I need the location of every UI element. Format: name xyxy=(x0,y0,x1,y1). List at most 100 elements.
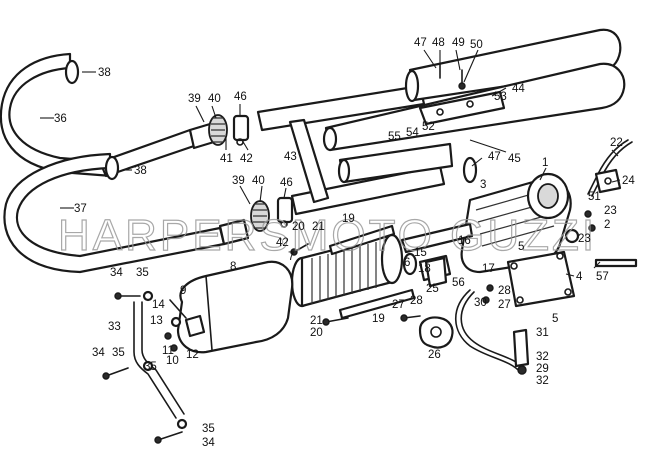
lower-finned-nut-40 xyxy=(250,200,270,232)
muffler-mounting-bracket-53 xyxy=(418,90,506,126)
callout-number: 38 xyxy=(134,165,147,177)
callout-number: 46 xyxy=(234,91,247,103)
callout-number: 52 xyxy=(422,121,435,133)
air-box-8 xyxy=(176,260,294,354)
callout-number: 18 xyxy=(418,263,431,275)
callout-number: 30 xyxy=(474,297,487,309)
cover-plate-4 xyxy=(506,250,576,308)
callout-number: 28 xyxy=(498,285,511,297)
callout-number: 8 xyxy=(230,261,236,273)
callout-number: 57 xyxy=(596,271,609,283)
callout-number: 27 xyxy=(392,299,405,311)
callout-number: 37 xyxy=(74,203,87,215)
callout-number: 45 xyxy=(508,153,521,165)
callout-number: 20 xyxy=(310,327,323,339)
middle-muffler-pipe xyxy=(337,142,454,184)
callout-number: 26 xyxy=(428,349,441,361)
callout-number: 35 xyxy=(202,423,215,435)
gasket-26 xyxy=(418,316,454,349)
watermark-text: HARPERSMOTO GUZZI xyxy=(58,211,597,260)
callout-number: 7 xyxy=(288,251,294,263)
callout-number: 47 xyxy=(414,37,427,49)
callout-number: 47 xyxy=(488,151,501,163)
callout-number: 50 xyxy=(470,39,483,51)
lower-exhaust-header-37 xyxy=(3,152,226,274)
callout-number: 5 xyxy=(552,313,558,325)
callout-labels: 38 36 38 37 39 40 46 41 42 43 39 40 46 1… xyxy=(54,37,635,449)
lower-header-clamp-38 xyxy=(104,155,120,181)
callout-number: 27 xyxy=(498,299,511,311)
callout-number: 53 xyxy=(494,91,507,103)
callout-number: 35 xyxy=(144,361,157,373)
callout-number: 23 xyxy=(604,205,617,217)
callout-number: 35 xyxy=(136,267,149,279)
hose-19-lower xyxy=(338,288,416,320)
callout-number: 40 xyxy=(252,175,265,187)
callout-number: 51 xyxy=(588,191,601,203)
callout-number: 5 xyxy=(518,241,524,253)
callout-number: 46 xyxy=(280,177,293,189)
callout-number: 34 xyxy=(202,437,215,449)
rod-57 xyxy=(594,258,638,268)
callout-number: 38 xyxy=(98,67,111,79)
callout-number: 2 xyxy=(604,219,610,231)
callout-number: 48 xyxy=(432,37,445,49)
bolt-20-21 xyxy=(290,243,349,326)
callout-number: 6 xyxy=(404,257,410,269)
upper-clamp-46 xyxy=(232,114,250,146)
callout-number: 3 xyxy=(480,179,486,191)
breather-hose-19 xyxy=(328,224,396,256)
callout-number: 24 xyxy=(622,175,635,187)
callout-number: 56 xyxy=(452,277,465,289)
callout-number: 10 xyxy=(166,355,179,367)
callout-number: 39 xyxy=(188,93,201,105)
callout-number: 29 xyxy=(536,363,549,375)
callout-number: 44 xyxy=(512,83,525,95)
carburetor-housing-1 xyxy=(460,172,572,274)
callout-number: 15 xyxy=(414,247,427,259)
callout-number: 41 xyxy=(220,153,233,165)
callout-number: 55 xyxy=(388,131,401,143)
lower-connector-pipe xyxy=(218,218,250,246)
callout-number: 14 xyxy=(152,299,165,311)
callout-number: 22 xyxy=(610,137,623,149)
callout-number: 40 xyxy=(208,93,221,105)
callout-number: 54 xyxy=(406,127,419,139)
air-filter-element xyxy=(290,233,418,308)
muffler-hardware-47-50 xyxy=(439,63,478,184)
callout-number: 33 xyxy=(108,321,121,333)
bolts-34-35 xyxy=(102,290,188,444)
callout-number: 19 xyxy=(372,313,385,325)
callout-number: 9 xyxy=(180,285,186,297)
callout-number: 31 xyxy=(536,327,549,339)
callout-number: 28 xyxy=(410,295,423,307)
small-fittings-9-14 xyxy=(164,299,187,352)
elbow-fitting-18 xyxy=(424,256,448,288)
breather-tube-33 xyxy=(133,301,185,419)
callout-number: 12 xyxy=(186,349,199,361)
callout-number: 49 xyxy=(452,37,465,49)
bracket-24 xyxy=(594,168,622,194)
callout-number: 34 xyxy=(110,267,123,279)
fitting-29-32 xyxy=(512,328,530,375)
callout-number: 42 xyxy=(276,237,289,249)
lower-clamp-46 xyxy=(276,196,294,228)
callout-number: 20 xyxy=(292,221,305,233)
callout-number: 19 xyxy=(342,213,355,225)
small-hardware-2-23 xyxy=(564,210,596,244)
callout-number: 25 xyxy=(426,283,439,295)
callout-number: 32 xyxy=(536,375,549,387)
callout-number: 1 xyxy=(542,157,548,169)
callout-number: 43 xyxy=(284,151,297,163)
callout-number: 21 xyxy=(312,221,325,233)
callout-number: 36 xyxy=(54,113,67,125)
callout-number: 35 xyxy=(112,347,125,359)
upper-header-clamp-38 xyxy=(64,59,80,85)
callout-number: 11 xyxy=(162,345,174,357)
bolts-27-28-30 xyxy=(400,284,494,322)
hose-31 xyxy=(455,289,525,373)
callout-number: 16 xyxy=(458,235,471,247)
callout-number: 39 xyxy=(232,175,245,187)
